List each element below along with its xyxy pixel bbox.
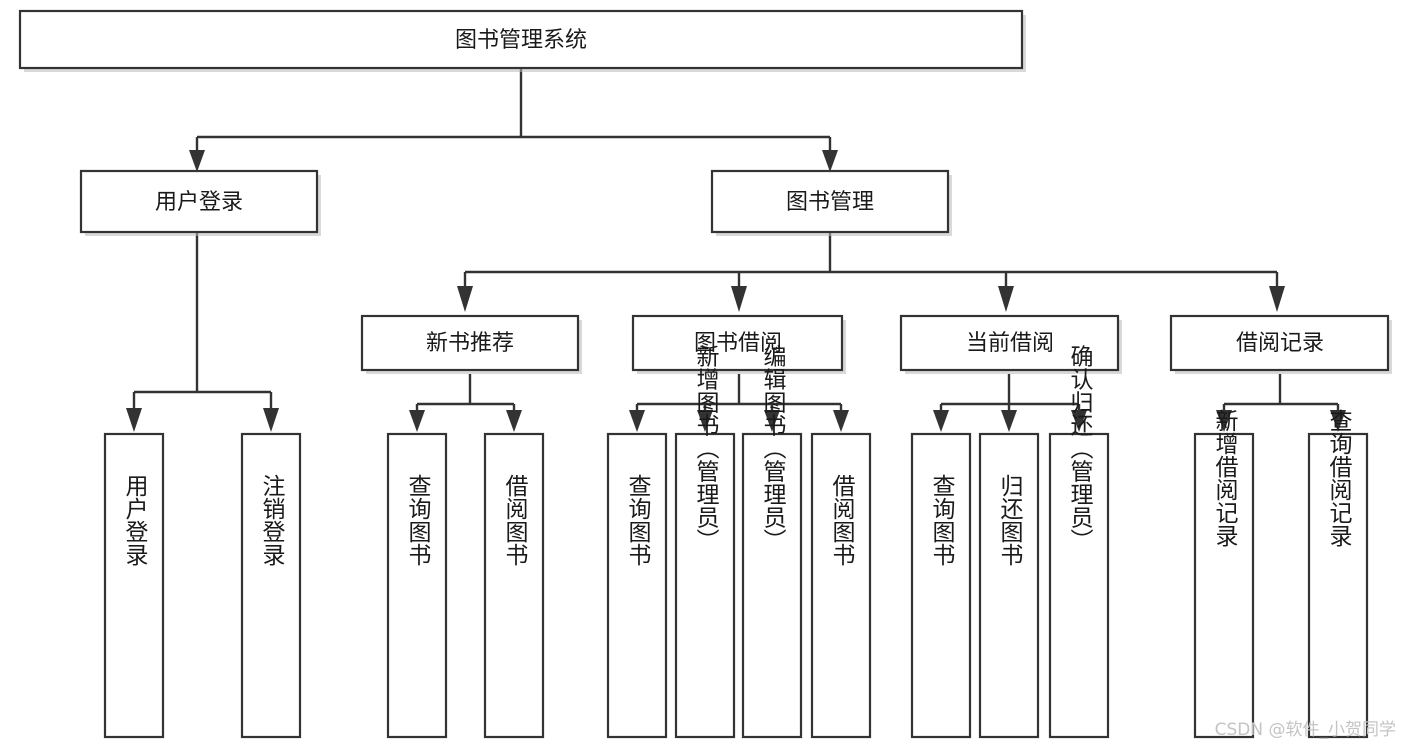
leaf-cb-return-book-label: 归还图书 (996, 474, 1024, 566)
node-user-login[interactable]: 用户登录 (79, 169, 321, 236)
node-new-book-recommend[interactable]: 新书推荐 (360, 314, 582, 374)
arrow-head-current-borrow (998, 286, 1014, 312)
leaf-cb-confirm-return-label: 确认归还（管理员） (1066, 345, 1094, 552)
node-user-login-box[interactable] (79, 169, 319, 234)
arrow-head-book-borrow (731, 286, 747, 312)
arrow-head-book-manage (822, 150, 838, 172)
arrow-head-leaf-br-add (1216, 410, 1232, 432)
leaf-cb-query-book-label: 查询图书 (928, 474, 956, 566)
arrow-head-borrow-record (1269, 286, 1285, 312)
arrow-head-leaf-nb-borrow (506, 410, 522, 432)
leaf-nb-borrow-book-label: 借阅图书 (501, 474, 529, 566)
leaf-cb-return-book[interactable]: 归还图书 (978, 432, 1040, 739)
node-borrow-record-box[interactable] (1169, 314, 1390, 372)
leaf-br-query-record[interactable]: 查询借阅记录 (1307, 409, 1369, 739)
leaf-br-add-record[interactable]: 新增借阅记录 (1193, 409, 1255, 739)
node-book-manage-box[interactable] (710, 169, 950, 234)
node-root[interactable]: 图书管理系统 (18, 9, 1026, 72)
leaf-br-query-record-label: 查询借阅记录 (1325, 409, 1353, 547)
arrow-head-leaf-user-login (126, 408, 142, 432)
leaf-user-login-label: 用户登录 (121, 474, 149, 566)
leaf-bb-edit-book-label: 编辑图书（管理员） (759, 345, 787, 552)
arrow-head-leaf-nb-query (409, 410, 425, 432)
node-root-box[interactable] (18, 9, 1024, 70)
node-current-borrow[interactable]: 当前借阅 (899, 314, 1122, 374)
arrow-head-leaf-cb-confirm (1071, 410, 1087, 432)
leaf-nb-query-book-label: 查询图书 (404, 474, 432, 566)
arrow-head-leaf-logout (263, 408, 279, 432)
leaf-nb-query-book-box[interactable] (386, 432, 448, 739)
arrow-head-new-book (457, 286, 473, 312)
leaf-cb-return-book-box[interactable] (978, 432, 1040, 739)
leaf-bb-query-book[interactable]: 查询图书 (606, 432, 668, 739)
leaf-bb-borrow-book-box[interactable] (810, 432, 872, 739)
node-current-borrow-box[interactable] (899, 314, 1120, 372)
node-borrow-record[interactable]: 借阅记录 (1169, 314, 1392, 374)
node-book-borrow[interactable]: 图书借阅 (631, 314, 846, 374)
leaf-cb-query-book[interactable]: 查询图书 (910, 432, 972, 739)
leaf-bb-query-book-label: 查询图书 (624, 474, 652, 566)
leaf-nb-borrow-book-box[interactable] (483, 432, 545, 739)
leaf-user-login[interactable]: 用户登录 (103, 432, 165, 739)
leaf-cb-confirm-return[interactable]: 确认归还（管理员） (1048, 345, 1110, 739)
node-book-borrow-label: 图书借阅 (694, 331, 782, 356)
leaf-br-query-record-box[interactable] (1307, 432, 1369, 739)
node-book-manage[interactable]: 图书管理 (710, 169, 952, 236)
leaf-nb-borrow-book[interactable]: 借阅图书 (483, 432, 545, 739)
csdn-watermark: CSDN @软件_小贺同学 (1215, 720, 1396, 740)
leaf-bb-edit-book-box[interactable] (741, 432, 803, 739)
arrow-head-leaf-bb-borrow (833, 410, 849, 432)
arrow-head-leaf-bb-edit (764, 410, 780, 432)
node-current-borrow-label: 当前借阅 (966, 331, 1054, 356)
leaf-bb-borrow-book-label: 借阅图书 (828, 474, 856, 566)
arrow-head-leaf-cb-return (1001, 410, 1017, 432)
arrow-head-leaf-bb-query (629, 410, 645, 432)
leaf-bb-query-book-box[interactable] (606, 432, 668, 739)
leaf-nb-query-book[interactable]: 查询图书 (386, 432, 448, 739)
leaf-user-login-box[interactable] (103, 432, 165, 739)
leaf-bb-add-book-label: 新增图书（管理员） (692, 345, 720, 552)
leaf-br-add-record-label: 新增借阅记录 (1211, 409, 1239, 547)
leaf-br-add-record-box[interactable] (1193, 432, 1255, 739)
arrow-head-leaf-cb-query (933, 410, 949, 432)
node-new-book-recommend-label: 新书推荐 (426, 331, 514, 356)
leaf-logout-box[interactable] (240, 432, 302, 739)
leaf-cb-confirm-return-box[interactable] (1048, 432, 1110, 739)
leaf-bb-add-book[interactable]: 新增图书（管理员） (674, 345, 736, 739)
leaf-bb-borrow-book[interactable]: 借阅图书 (810, 432, 872, 739)
node-book-borrow-box[interactable] (631, 314, 844, 372)
node-new-book-recommend-box[interactable] (360, 314, 580, 372)
leaf-bb-add-book-box[interactable] (674, 432, 736, 739)
leaf-bb-edit-book[interactable]: 编辑图书（管理员） (741, 345, 803, 739)
connector-layer (126, 68, 1346, 432)
node-user-login-label: 用户登录 (155, 190, 243, 215)
arrow-head-leaf-br-query (1330, 410, 1346, 432)
arrow-head-user-login (189, 150, 205, 172)
leaf-cb-query-book-box[interactable] (910, 432, 972, 739)
node-book-manage-label: 图书管理 (786, 190, 874, 215)
arrow-head-leaf-bb-add (697, 410, 713, 432)
node-borrow-record-label: 借阅记录 (1236, 331, 1324, 356)
node-root-label: 图书管理系统 (455, 28, 587, 53)
leaf-logout-label: 注销登录 (258, 474, 286, 566)
leaf-logout[interactable]: 注销登录 (240, 432, 302, 739)
